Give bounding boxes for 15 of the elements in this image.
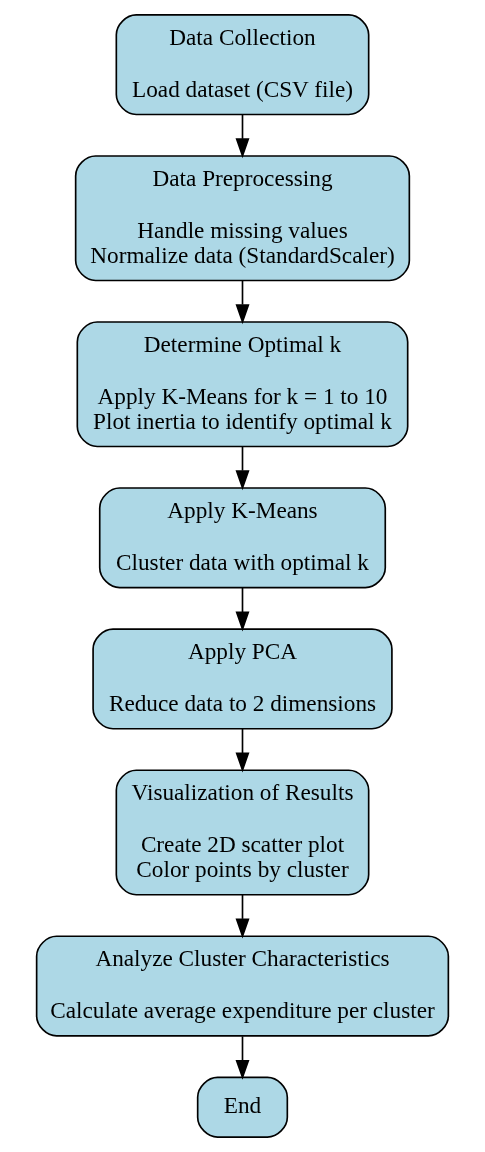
arrow bbox=[235, 728, 250, 773]
node-box: Determine Optimal k Apply K-Means for k = 1 to 10 Plot inertia to identify optimal k bbox=[76, 321, 409, 448]
arrow bbox=[235, 1035, 250, 1080]
arrow bbox=[235, 894, 250, 939]
node-box: Apply PCA Reduce data to 2 dimensions bbox=[92, 628, 393, 730]
arrow bbox=[235, 280, 250, 325]
node-box: End bbox=[196, 1076, 289, 1138]
node-box: Data Preprocessing Handle missing values Normalize data (StandardScaler) bbox=[74, 155, 411, 282]
arrow bbox=[235, 445, 250, 491]
node-box: Visualization of Results Create 2D scatter plot Color points by cluster bbox=[115, 769, 370, 896]
node-box: Analyze Cluster Characteristics Calculate average expenditure per cluster bbox=[35, 935, 450, 1037]
node-box: Data Collection Load dataset (CSV file) bbox=[115, 14, 370, 116]
arrow bbox=[235, 113, 250, 159]
node-box: Apply K-Means Cluster data with optimal k bbox=[98, 487, 387, 589]
arrow bbox=[235, 586, 250, 632]
